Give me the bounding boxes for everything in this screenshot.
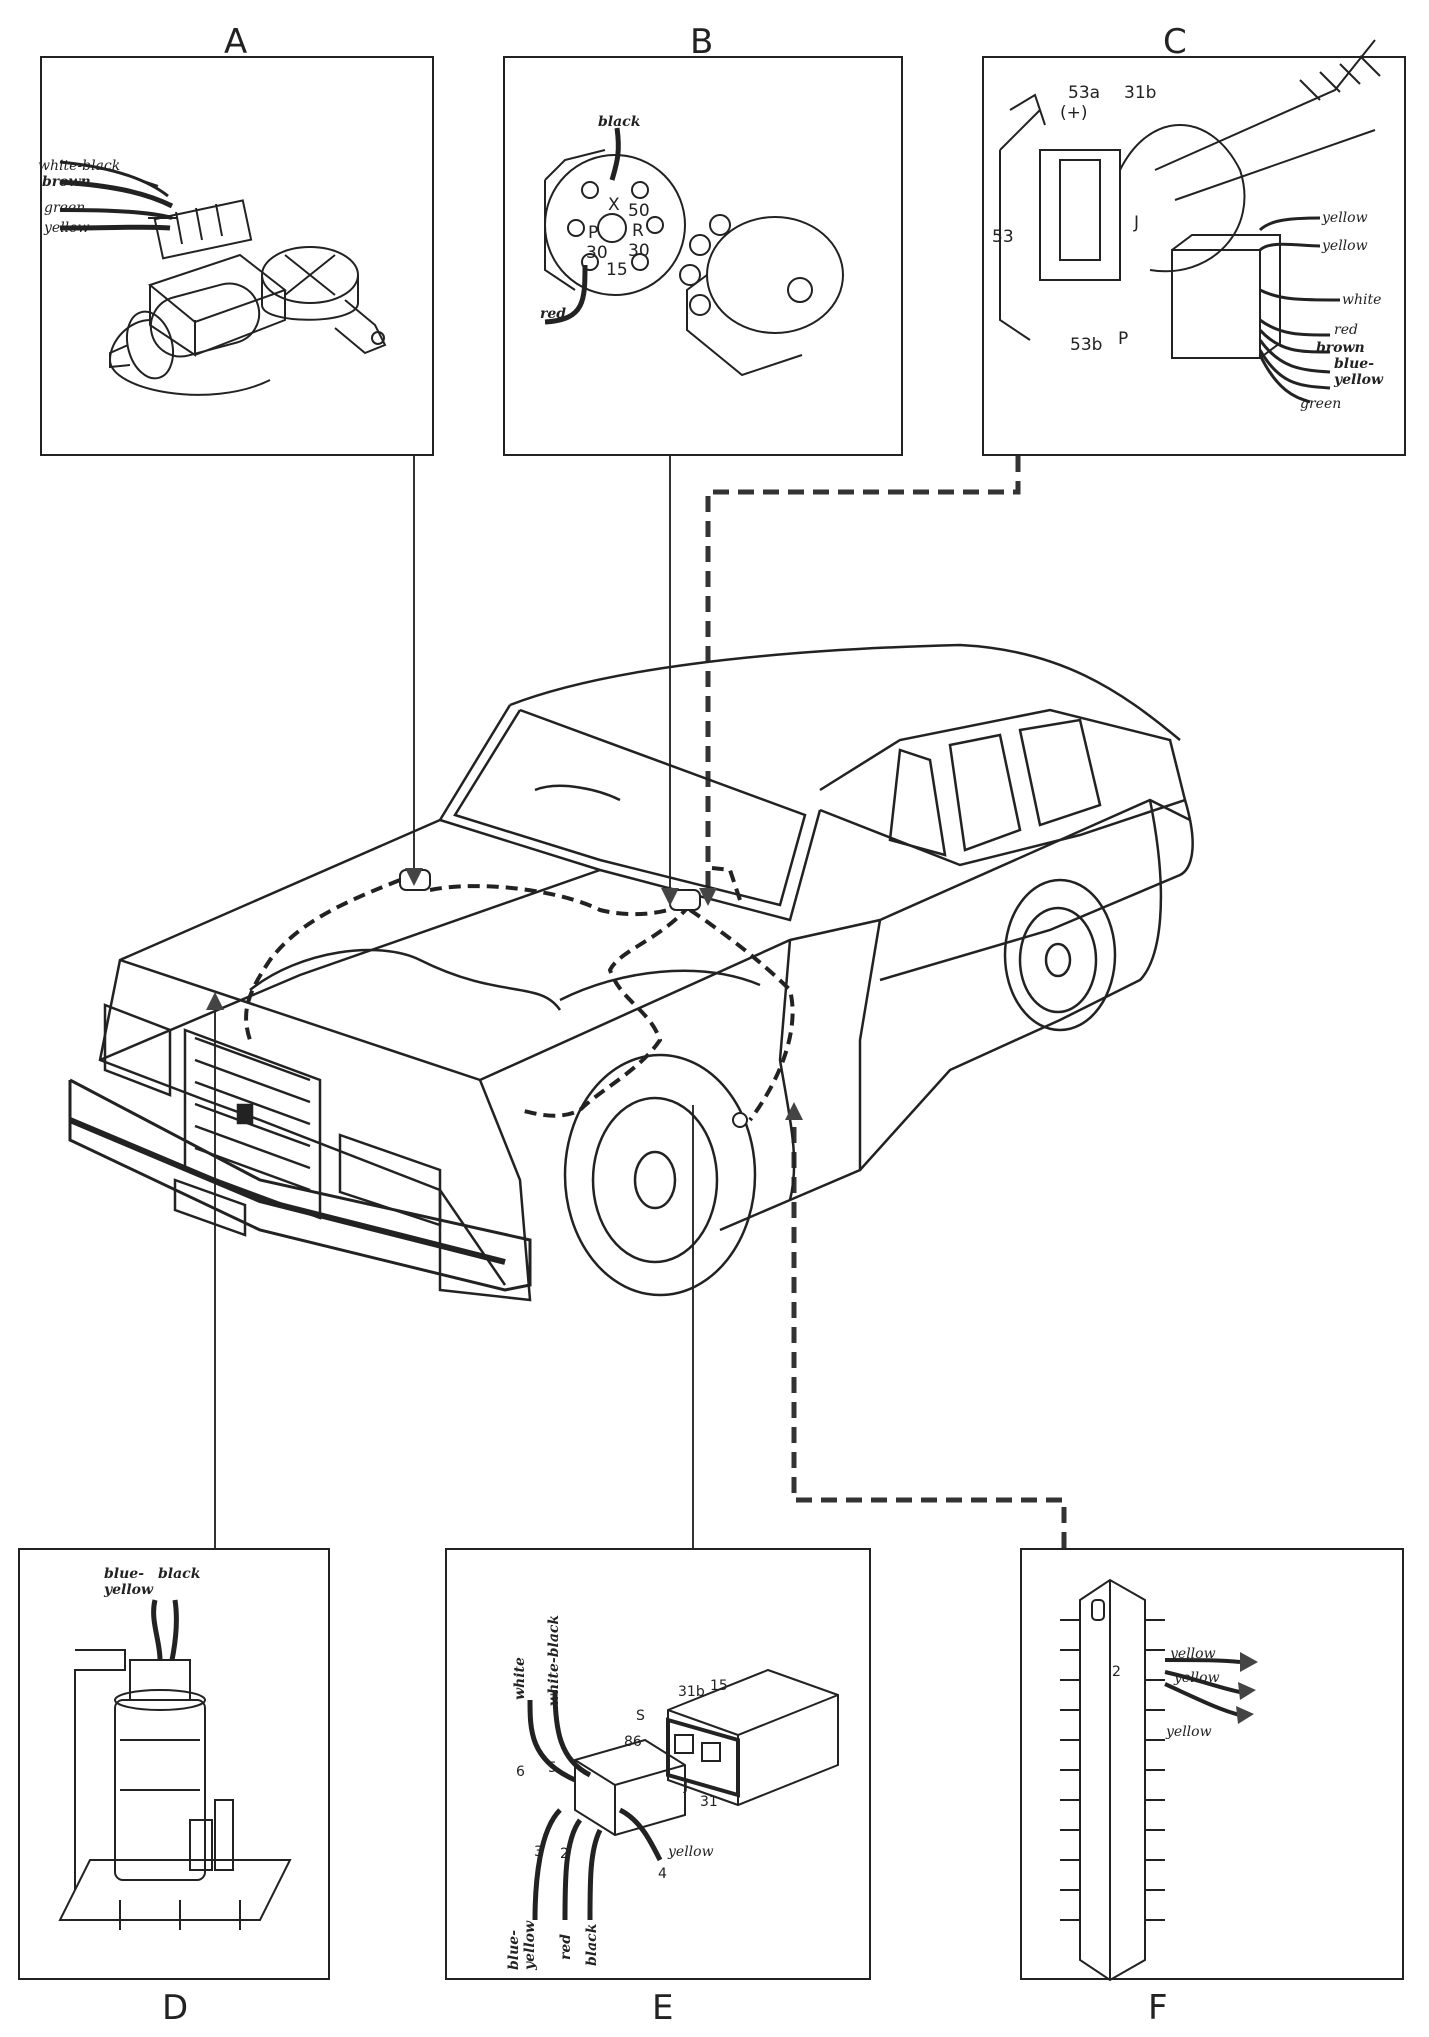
wire-label-blue-yellow-d-1: blue-: [104, 1566, 144, 1582]
terminal-31b-e: 31b: [678, 1684, 705, 1700]
terminal-31b: 31b: [1124, 83, 1156, 103]
panel-letter-a: A: [224, 22, 248, 62]
terminal-15: 15: [606, 260, 628, 280]
wire-label-black-e: black: [584, 1923, 600, 1966]
wire-label-red: red: [540, 306, 566, 322]
relay-drawing: [527, 1668, 839, 1921]
wire-label-yellow-c1: yellow: [1321, 210, 1368, 226]
wire-label-black: black: [598, 114, 641, 130]
terminal-s-e: S: [636, 1708, 645, 1724]
terminal-j-e: J: [683, 1778, 688, 1794]
connector-dashed-lines: [705, 456, 1067, 1548]
fuse-box-drawing: [1060, 1578, 1241, 1982]
car-drawing: [68, 643, 1194, 1302]
terminal-5-e: 5: [548, 1760, 557, 1776]
wire-label-red-e: red: [558, 1934, 574, 1960]
wire-label-green-c: green: [1300, 396, 1341, 412]
wire-label-yellow-e: yellow: [667, 1844, 714, 1860]
terminal-x: X: [608, 195, 620, 215]
connector-lines: [214, 456, 694, 1548]
wire-label-blue-yellow-e-1: blue-: [506, 1930, 522, 1970]
panel-f-fuse-box: [1020, 1548, 1404, 1980]
wire-label-green: green: [44, 200, 85, 216]
terminal-30-right: 30: [628, 241, 650, 261]
terminal-31-e: 31: [700, 1794, 718, 1810]
wiper-switch-drawing: [999, 39, 1381, 404]
ignition-switch-drawing: [544, 127, 844, 377]
terminal-53a: 53a: [1068, 83, 1100, 103]
wiper-motor-drawing: [59, 160, 387, 396]
terminal-15-e: 15: [710, 1678, 728, 1694]
wire-label-yellow-f3: yellow: [1165, 1724, 1212, 1740]
terminal-30-left: 30: [586, 243, 608, 263]
arrowheads: [206, 868, 803, 1120]
wire-label-yellow-c2: yellow: [1321, 238, 1368, 254]
terminal-53: 53: [992, 227, 1014, 247]
terminal-p: P: [588, 223, 598, 243]
wire-label-brown: brown: [42, 174, 91, 190]
wire-label-white-black: white-black: [38, 158, 120, 174]
terminal-86-e: 86: [624, 1734, 642, 1750]
terminal-53b: 53b: [1070, 335, 1102, 355]
car-connection-points: [399, 869, 748, 1128]
wire-label-blue-yellow-d-2: yellow: [103, 1582, 154, 1598]
panel-letter-f: F: [1148, 1988, 1168, 2028]
wire-label-yellow-f2: yellow: [1173, 1670, 1220, 1686]
fuse-terminal-2: 2: [1112, 1664, 1121, 1680]
wire-label-white-e: white: [512, 1657, 528, 1700]
wire-label-blue-yellow-c-1: blue-: [1334, 356, 1374, 372]
car-wiring-harness: [244, 866, 795, 1122]
panel-letter-b: B: [690, 22, 714, 62]
panel-c-wiper-switch: [982, 56, 1406, 456]
panel-e-relay: [445, 1548, 871, 1980]
terminal-3-e: 3: [534, 1844, 543, 1860]
terminal-j: J: [1133, 213, 1139, 233]
wire-label-blue-yellow-e-2: yellow: [522, 1920, 538, 1971]
terminal-plus: (+): [1060, 103, 1088, 123]
wire-label-black-d: black: [158, 1566, 201, 1582]
fuse-wire-arrowheads: [1236, 1652, 1258, 1724]
panel-letter-c: C: [1163, 22, 1187, 62]
terminal-6-e: 6: [516, 1764, 525, 1780]
wire-label-red-c: red: [1334, 322, 1358, 338]
terminal-r: R: [632, 221, 644, 241]
wire-label-white-black-e: white-black: [546, 1615, 562, 1706]
wire-label-brown-c: brown: [1316, 340, 1365, 356]
wire-label-white-c: white: [1342, 292, 1381, 308]
panel-b-ignition-switch: [503, 56, 903, 456]
wire-label-yellow-f1: yellow: [1169, 1646, 1216, 1662]
terminal-50: 50: [628, 201, 650, 221]
washer-pump-drawing: [58, 1599, 292, 1930]
terminal-2-e: 2: [560, 1846, 569, 1862]
panel-letter-e: E: [652, 1988, 674, 2028]
terminal-4-e: 4: [658, 1866, 667, 1882]
panel-letter-d: D: [162, 1988, 189, 2028]
wire-label-yellow: yellow: [43, 220, 90, 236]
terminal-p-c: P: [1118, 329, 1128, 349]
wire-label-blue-yellow-c-2: yellow: [1333, 372, 1384, 388]
